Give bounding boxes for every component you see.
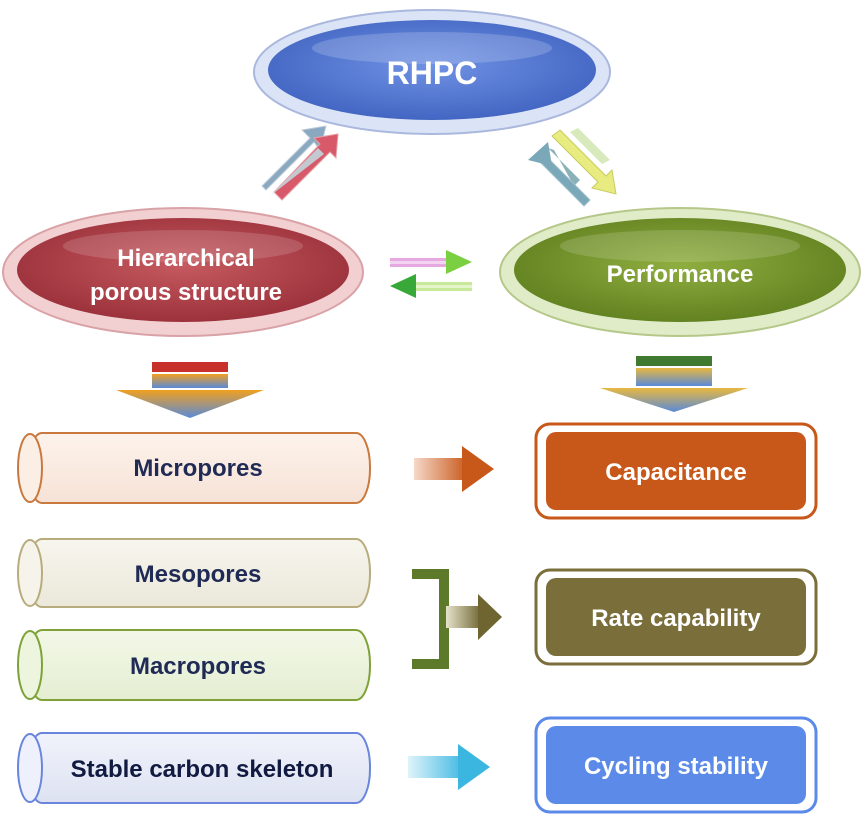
macropores-label: Macropores <box>130 653 266 680</box>
bracket-meso-macro <box>412 569 449 669</box>
skeleton-tube: Stable carbon skeleton <box>17 732 371 804</box>
arrow-skeleton-cycling <box>408 744 490 790</box>
rate-capability-label: Rate capability <box>591 605 761 632</box>
rhpc-label: RHPC <box>387 55 478 91</box>
skeleton-label: Stable carbon skeleton <box>71 756 334 783</box>
down-arrow-left <box>116 362 264 418</box>
hierarchical-node: Hierarchical porous structure <box>2 207 364 337</box>
arrow-bracket-rate <box>446 594 502 640</box>
capacitance-label: Capacitance <box>605 459 746 486</box>
cycling-stability-label: Cycling stability <box>584 753 769 780</box>
capacitance-box: Capacitance <box>534 422 818 520</box>
hierarchical-label-line1: Hierarchical <box>117 245 254 272</box>
equilibrium-arrow-rhpc-hierarchical <box>261 125 339 201</box>
arrow-micropores-capacitance <box>414 446 494 492</box>
rate-capability-box: Rate capability <box>534 568 818 666</box>
micropores-label: Micropores <box>133 455 262 482</box>
mesopores-tube: Mesopores <box>17 538 371 608</box>
down-arrow-right <box>600 356 748 412</box>
performance-label: Performance <box>607 261 754 288</box>
hierarchical-label-line2: porous structure <box>90 279 282 306</box>
equilibrium-arrow-hierarchical-performance <box>390 250 472 298</box>
equilibrium-arrow-rhpc-performance <box>528 128 617 207</box>
rhpc-node: RHPC <box>253 9 611 135</box>
performance-node: Performance <box>499 207 861 337</box>
micropores-tube: Micropores <box>17 432 371 504</box>
cycling-stability-box: Cycling stability <box>534 716 818 814</box>
macropores-tube: Macropores <box>17 629 371 701</box>
mesopores-label: Mesopores <box>135 561 262 588</box>
